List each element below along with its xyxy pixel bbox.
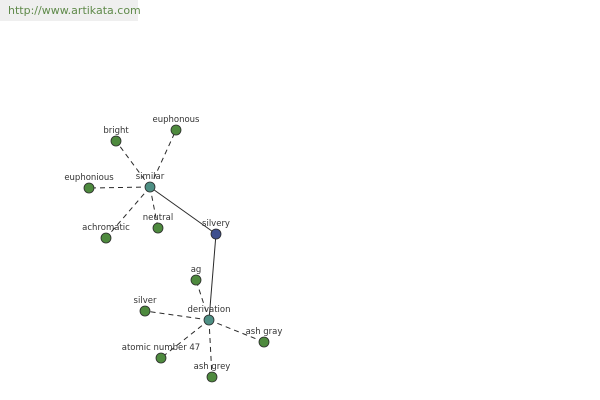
node-dot-ag[interactable] [190, 274, 202, 286]
edge-derivation-ash-gray [208, 319, 265, 343]
node-dot-euphonous[interactable] [170, 124, 182, 136]
node-label-achromatic: achromatic [82, 223, 130, 233]
node-dot-euphonious[interactable] [83, 182, 95, 194]
node-dot-achromatic[interactable] [100, 232, 112, 244]
edge-derivation-ag [195, 279, 210, 321]
node-dot-silver[interactable] [139, 305, 151, 317]
node-label-ash-gray: ash gray [246, 327, 283, 337]
node-silver[interactable]: silver [134, 296, 157, 317]
node-ag[interactable]: ag [190, 265, 202, 286]
node-label-derivation: derivation [187, 305, 230, 315]
node-label-euphonious: euphonious [64, 173, 114, 183]
node-dot-atomic-number-47[interactable] [155, 352, 167, 364]
node-label-bright: bright [103, 126, 129, 136]
edge-derivation-atomic-number-47 [160, 319, 210, 359]
node-dot-similar[interactable] [144, 181, 156, 193]
node-bright[interactable]: bright [103, 126, 129, 147]
edge-derivation-ash-grey [208, 319, 213, 378]
edge-derivation-silver [144, 310, 210, 321]
node-label-ash-grey: ash grey [194, 362, 231, 372]
node-dot-silvery[interactable] [210, 228, 222, 240]
node-similar[interactable]: similar [136, 172, 165, 193]
node-label-silvery: silvery [202, 219, 230, 229]
node-euphonous[interactable]: euphonous [152, 115, 200, 136]
edge-silvery-similar [149, 186, 217, 235]
node-silvery[interactable]: silvery [202, 219, 230, 240]
node-dot-derivation[interactable] [203, 314, 215, 326]
node-ash-gray[interactable]: ash gray [246, 327, 283, 348]
node-euphonious[interactable]: euphonious [64, 173, 114, 194]
graph-edges [88, 129, 265, 378]
edge-similar-bright [115, 140, 151, 188]
edge-similar-neutral [149, 186, 159, 229]
node-achromatic[interactable]: achromatic [82, 223, 130, 244]
edge-similar-euphonious [88, 186, 151, 189]
node-atomic-number-47[interactable]: atomic number 47 [122, 343, 200, 364]
edge-silvery-derivation [208, 233, 217, 321]
node-label-silver: silver [134, 296, 157, 306]
node-neutral[interactable]: neutral [143, 213, 173, 234]
node-dot-neutral[interactable] [152, 222, 164, 234]
node-label-ag: ag [191, 265, 202, 275]
graph-nodes: bright euphonous euphonious achromatic neutr… [64, 115, 283, 383]
edge-similar-euphonous [149, 129, 177, 188]
edge-similar-achromatic [105, 186, 151, 239]
node-label-euphonous: euphonous [152, 115, 200, 125]
node-label-similar: similar [136, 172, 165, 182]
node-dot-ash-gray[interactable] [258, 336, 270, 348]
node-ash-grey[interactable]: ash grey [194, 362, 231, 383]
node-dot-ash-grey[interactable] [206, 371, 218, 383]
site-url-link[interactable]: http://www.artikata.com [0, 0, 141, 21]
node-label-atomic-number-47: atomic number 47 [122, 343, 200, 353]
node-label-neutral: neutral [143, 213, 173, 223]
node-dot-bright[interactable] [110, 135, 122, 147]
node-derivation[interactable]: derivation [187, 305, 231, 326]
